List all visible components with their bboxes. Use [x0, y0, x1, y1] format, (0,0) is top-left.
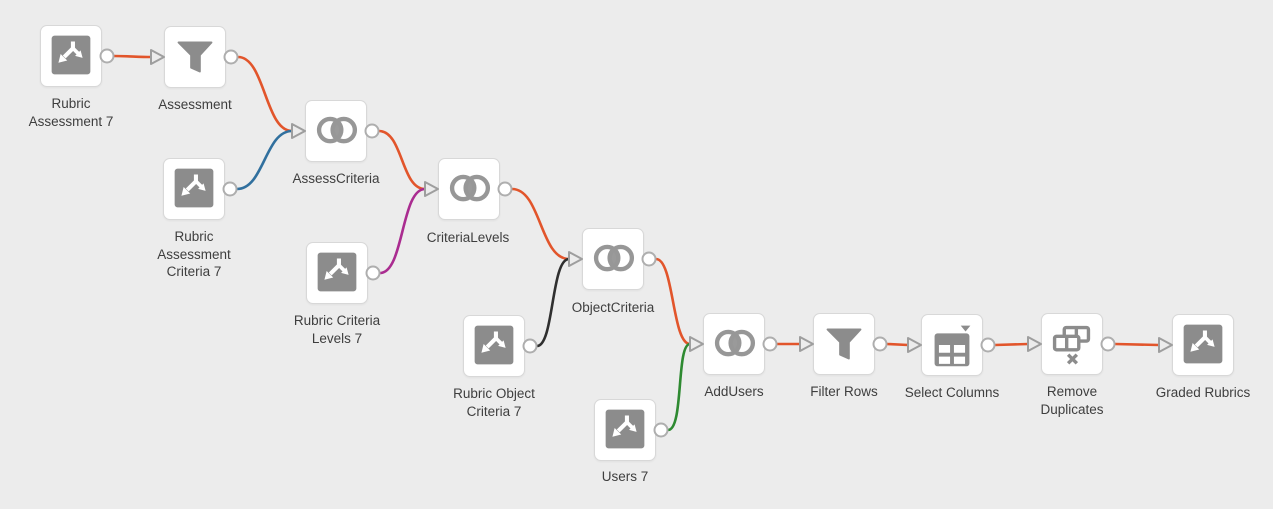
node-label: AssessCriteria: [292, 171, 380, 186]
output-port-select-columns[interactable]: [980, 337, 996, 353]
join-icon: [593, 244, 635, 272]
output-port-add-users[interactable]: [762, 336, 778, 352]
node-assessment[interactable]: [164, 26, 226, 88]
join-icon: [714, 329, 756, 357]
node-label: Graded Rubrics: [1155, 385, 1251, 400]
node-label: Select Columns: [904, 385, 1000, 400]
node-graded-rubrics[interactable]: [1172, 314, 1234, 376]
node-users-7[interactable]: [594, 399, 656, 461]
input-arrow-graded-rubrics: [1158, 337, 1173, 353]
node-label: ObjectCriteria: [571, 300, 655, 315]
node-rubric-criteria-levels-7[interactable]: [306, 242, 368, 304]
import-icon: [474, 325, 514, 365]
filter-icon: [826, 328, 862, 360]
edge-remove-duplicates-to-graded-rubrics[interactable]: [1113, 342, 1161, 347]
input-arrow-object-criteria: [568, 251, 583, 267]
export-icon: [1183, 324, 1223, 364]
input-arrow-select-columns: [907, 337, 922, 353]
select-columns-icon: [934, 325, 971, 367]
output-port-filter-rows[interactable]: [872, 336, 888, 352]
output-port-criteria-levels[interactable]: [497, 181, 513, 197]
import-icon: [317, 252, 357, 292]
node-rubric-object-criteria-7[interactable]: [463, 315, 525, 377]
node-object-criteria[interactable]: [582, 228, 644, 290]
input-arrow-assess-criteria: [291, 123, 306, 139]
edge-rubric-assessment-7-to-assessment[interactable]: [112, 54, 153, 59]
node-label: AddUsers: [704, 384, 764, 399]
node-label: Remove Duplicates: [1040, 384, 1104, 417]
edge-filter-rows-to-select-columns[interactable]: [885, 342, 910, 347]
node-rubric-assessment-criteria-7[interactable]: [163, 158, 225, 220]
output-port-rubric-criteria-levels-7[interactable]: [365, 265, 381, 281]
edge-select-columns-to-remove-duplicates[interactable]: [993, 342, 1030, 347]
output-port-rubric-assessment-criteria-7[interactable]: [222, 181, 238, 197]
input-arrow-assessment: [150, 49, 165, 65]
edge-criteria-levels-to-object-criteria[interactable]: [510, 187, 571, 261]
node-label: Assessment: [158, 97, 232, 112]
node-select-columns[interactable]: [921, 314, 983, 376]
output-port-assess-criteria[interactable]: [364, 123, 380, 139]
node-criteria-levels[interactable]: [438, 158, 500, 220]
input-arrow-add-users: [689, 336, 704, 352]
join-icon: [449, 174, 491, 202]
node-add-users[interactable]: [703, 313, 765, 375]
join-icon: [316, 116, 358, 144]
output-port-rubric-assessment-7[interactable]: [99, 48, 115, 64]
input-arrow-criteria-levels: [424, 181, 439, 197]
output-port-object-criteria[interactable]: [641, 251, 657, 267]
remove-duplicates-icon: [1052, 325, 1091, 365]
edge-assessment-to-assess-criteria[interactable]: [236, 55, 294, 133]
node-assess-criteria[interactable]: [305, 100, 367, 162]
output-port-rubric-object-criteria-7[interactable]: [522, 338, 538, 354]
output-port-users-7[interactable]: [653, 422, 669, 438]
import-icon: [174, 168, 214, 208]
output-port-remove-duplicates[interactable]: [1100, 336, 1116, 352]
node-label: Filter Rows: [810, 384, 878, 399]
output-port-assessment[interactable]: [223, 49, 239, 65]
input-arrow-remove-duplicates: [1027, 336, 1042, 352]
node-filter-rows[interactable]: [813, 313, 875, 375]
node-label: Rubric Assessment Criteria 7: [157, 229, 231, 279]
input-arrow-filter-rows: [799, 336, 814, 352]
node-label: Rubric Assessment 7: [28, 96, 114, 129]
node-label: Rubric Object Criteria 7: [453, 386, 535, 419]
node-label: Users 7: [601, 469, 649, 484]
import-icon: [51, 35, 91, 75]
node-remove-duplicates[interactable]: [1041, 313, 1103, 375]
node-rubric-assessment-7[interactable]: [40, 25, 102, 87]
import-icon: [605, 409, 645, 449]
node-label: CriteriaLevels: [426, 230, 510, 245]
filter-icon: [177, 41, 213, 73]
node-label: Rubric Criteria Levels 7: [293, 313, 381, 346]
